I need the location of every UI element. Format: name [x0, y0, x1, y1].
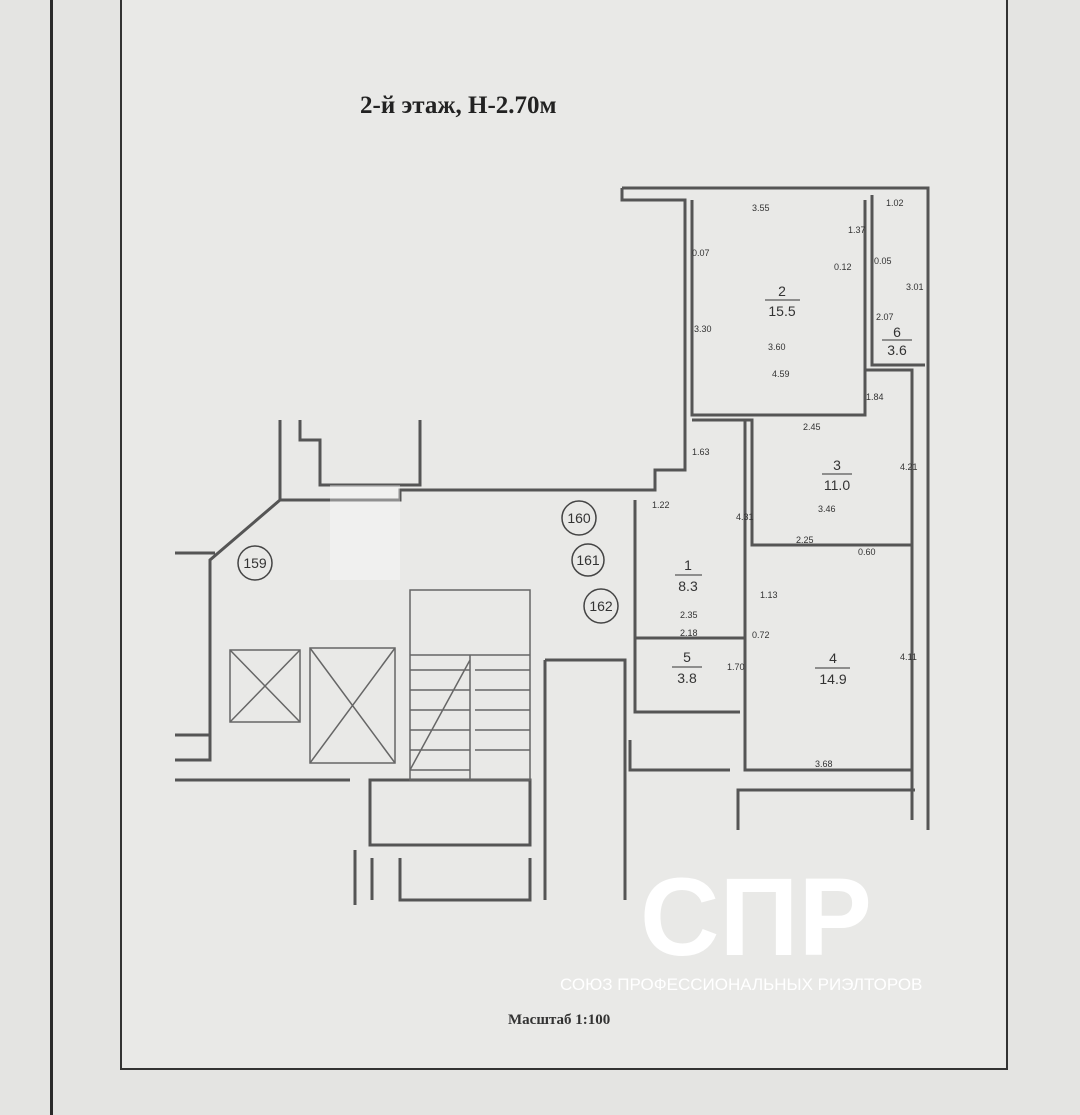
room-2: 2 15.5: [765, 283, 800, 319]
dimension-label: 4.31: [736, 512, 754, 522]
dimension-label: 3.46: [818, 504, 836, 514]
room-label: 8.3: [678, 578, 698, 594]
dimension-label: 4.11: [900, 652, 917, 662]
dimension-label: 4.21: [900, 462, 918, 472]
dimension-label: 3.60: [768, 342, 786, 352]
dimension-label: 1.22: [652, 500, 670, 510]
dimension-label: 0.05: [874, 256, 892, 266]
plan-title: 2-й этаж, Н-2.70м: [360, 92, 557, 119]
marker-162: 162: [589, 598, 613, 614]
room-1: 1 8.3: [675, 557, 702, 594]
room-6: 6 3.6: [882, 324, 912, 358]
marker-160: 160: [567, 510, 591, 526]
room-label: 2: [778, 283, 786, 299]
dimension-label: 0.60: [858, 547, 876, 557]
room-label: 14.9: [819, 671, 846, 687]
room-3: 3 11.0: [822, 457, 852, 493]
room-label: 3.6: [887, 342, 907, 358]
room-label: 15.5: [768, 303, 795, 319]
dimension-label: 1.37: [848, 225, 866, 235]
dimension-label: 1.13: [760, 590, 778, 600]
dimension-label: 0.12: [834, 262, 852, 272]
dimension-label: 3.68: [815, 759, 833, 769]
room-label: 3.8: [677, 670, 697, 686]
scale-label: Масштаб 1:100: [508, 1012, 611, 1028]
room-label: 4: [829, 650, 837, 666]
dimension-label: 3.01: [906, 282, 924, 292]
dimension-label: 2.25: [796, 535, 814, 545]
room-label: 11.0: [824, 477, 850, 493]
dimension-label: 2.07: [876, 312, 894, 322]
plan-sheet: [120, 0, 1008, 1070]
dimension-label: 1.84: [866, 392, 884, 402]
dimension-label: 1.70: [727, 662, 745, 672]
dimension-label: 2.18: [680, 628, 698, 638]
room-label: 5: [683, 649, 691, 665]
stairs: [409, 589, 531, 781]
dimension-label: 2.45: [803, 422, 821, 432]
dimension-label: 2.35: [680, 610, 698, 620]
dimension-labels: 3.55 0.07 1.37 0.12 0.05 1.02 3.01 2.07 …: [652, 198, 924, 769]
elevator-shafts: [229, 647, 396, 764]
dimension-label: 1.02: [886, 198, 904, 208]
room-label: 3: [833, 457, 841, 473]
markers: 159 160 161 162: [237, 500, 619, 624]
watermark: СПР СОЮЗ ПРОФЕССИОНАЛЬНЫХ РИЭЛТОРОВ: [330, 485, 922, 994]
marker-159: 159: [243, 555, 267, 571]
dimension-label: 3.30: [694, 324, 712, 334]
dimension-label: 4.59: [772, 369, 790, 379]
room-5: 5 3.8: [672, 649, 702, 686]
marker-161: 161: [576, 552, 600, 568]
dimension-label: 3.55: [752, 203, 770, 213]
dimension-label: 1.63: [692, 447, 710, 457]
walls: [175, 186, 930, 905]
watermark-caption: СОЮЗ ПРОФЕССИОНАЛЬНЫХ РИЭЛТОРОВ: [560, 975, 922, 994]
dimension-label: 0.72: [752, 630, 770, 640]
watermark-logo: СПР: [640, 856, 872, 979]
room-4: 4 14.9: [815, 650, 850, 687]
room-label: 1: [684, 557, 692, 573]
dimension-label: 0.07: [692, 248, 710, 258]
watermark-building-icon: [330, 485, 400, 580]
room-label: 6: [893, 324, 901, 340]
page-edge: [50, 0, 53, 1115]
